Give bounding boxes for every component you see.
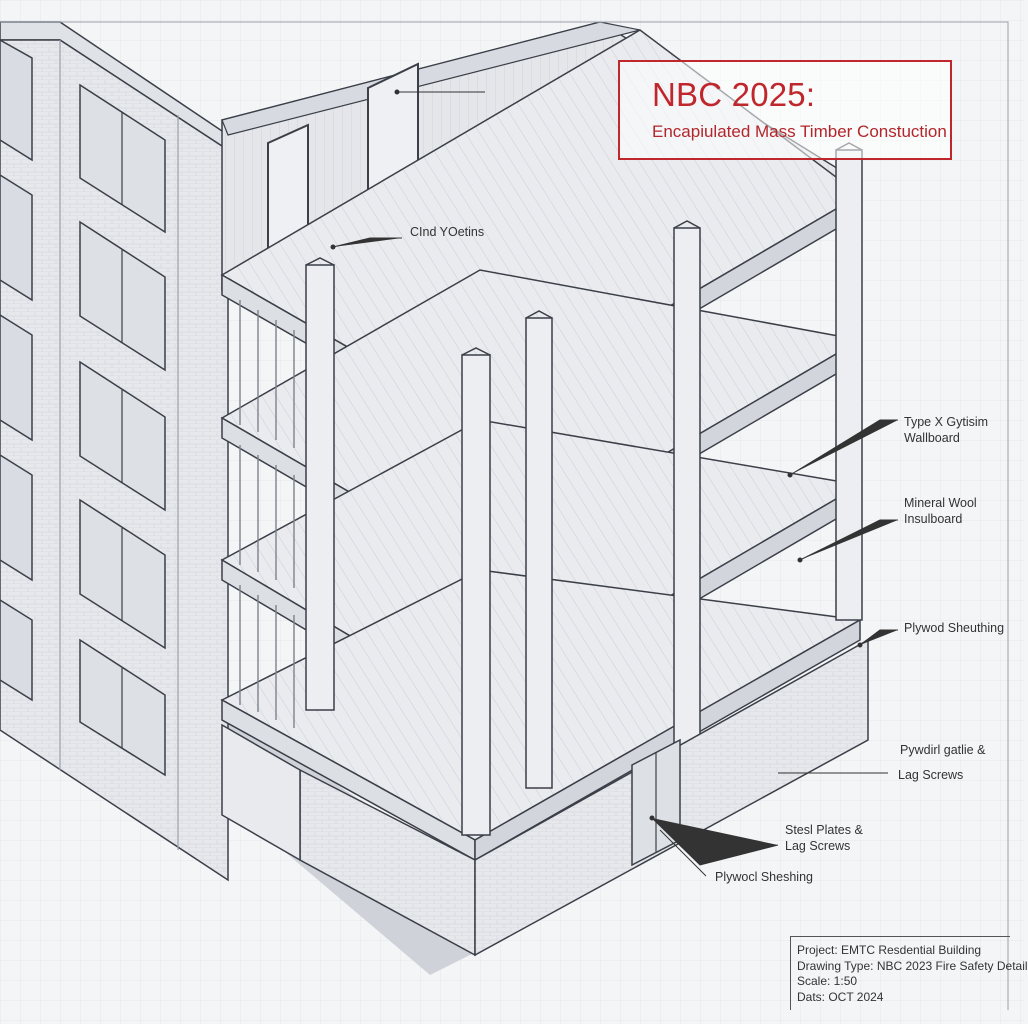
callout-steel-plates: Stesl Plates & Lag Screws xyxy=(785,822,863,854)
left-windows-a xyxy=(0,39,33,702)
callout-leaders xyxy=(330,89,898,877)
callout-gypsum-line2: Wallboard xyxy=(904,431,960,445)
glulam-columns xyxy=(305,142,863,836)
callout-gypsum-wallboard: Type X Gytisim Wallboard xyxy=(904,414,988,446)
callout-plywdirl-line1: Pywdirl gatlie & xyxy=(900,743,986,757)
callout-mineral-line2: Insulboard xyxy=(904,512,963,526)
callout-plywood1-line1: Plywod Sheuthing xyxy=(904,621,1005,635)
callout-gypsum-line1: Type X Gytisim xyxy=(904,415,989,429)
title-block-scale: Scale: 1:50 xyxy=(797,974,858,988)
callout-cind-line1: CInd YOetins xyxy=(410,225,485,239)
callout-mineral-line1: Mineral Wool xyxy=(904,496,977,510)
title-block-date: Dats: OCT 2024 xyxy=(797,989,884,1004)
title-box: NBC 2025: Encapiulated Mass Timber Const… xyxy=(618,60,952,160)
left-windows-b xyxy=(79,83,166,777)
ground-floor-opening xyxy=(221,723,301,862)
callout-plywood2-line1: Plywocl Sheshing xyxy=(715,870,813,884)
diagram-subtitle: Encapiulated Mass Timber Constuction xyxy=(652,122,947,141)
callout-steel-line2: Lag Screws xyxy=(785,839,851,853)
callout-steel-line1: Stesl Plates & xyxy=(785,823,863,837)
title-block-drawing-type: Drawing Type: NBC 2023 Fire Safety Detai… xyxy=(797,958,1028,973)
callout-plywood-sheathing-upper: Plywod Sheuthing xyxy=(904,620,1004,636)
callout-lag-screws: Lag Screws xyxy=(898,767,963,783)
title-block: Project: EMTC Resdential Building Drawin… xyxy=(790,936,1028,1010)
back-wall-windows xyxy=(267,62,419,254)
left-building-pilaster xyxy=(59,40,179,850)
callout-cind: CInd YOetins xyxy=(410,224,484,240)
title-block-project: Project: EMTC Resdential Building xyxy=(797,943,982,957)
interior-studs xyxy=(239,300,295,728)
diagram-title: NBC 2025: xyxy=(652,76,816,113)
callout-mineral-wool: Mineral Wool Insulboard xyxy=(904,495,977,527)
callout-lag1-line1: Lag Screws xyxy=(898,768,964,782)
callout-plywood-sheathing-lower: Plywocl Sheshing xyxy=(715,869,813,885)
callout-plywdirl: Pywdirl gatlie & xyxy=(900,742,985,758)
drawing-frame xyxy=(0,21,1009,1010)
